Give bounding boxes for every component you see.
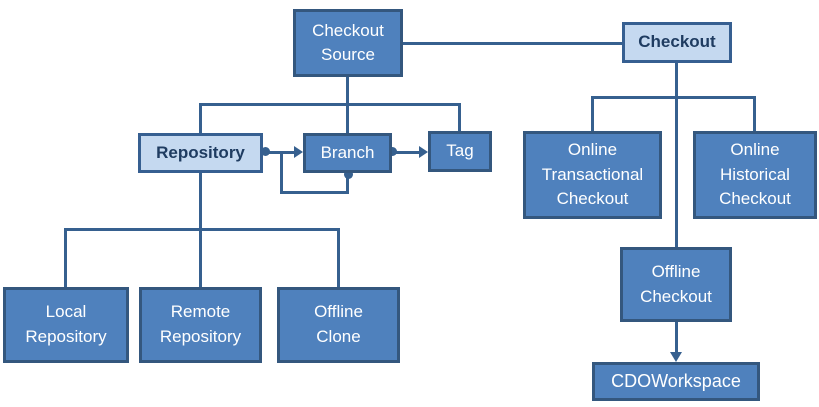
arrowhead-into-tag-icon xyxy=(419,146,428,158)
node-branch: Branch xyxy=(303,133,392,173)
node-remote-repository: Remote Repository xyxy=(139,287,262,363)
connector-checkout-source-to-checkout xyxy=(403,42,622,45)
arrowhead-into-cdoworkspace-icon xyxy=(670,352,682,362)
connector-branch-self-loop-across xyxy=(280,191,349,194)
connector-repository-subtypes-bus xyxy=(64,228,340,231)
branch-self-loop-dot xyxy=(344,170,353,179)
connector-checkout-subtypes-bus xyxy=(591,96,756,99)
connector-repository-stem xyxy=(199,173,202,231)
node-cdoworkspace: CDOWorkspace xyxy=(592,362,760,401)
connector-drop-to-remote-repository xyxy=(199,228,202,287)
connector-checkout-source-stem xyxy=(346,77,349,105)
node-offline-checkout: Offline Checkout xyxy=(620,247,732,322)
connector-branch-self-loop-down xyxy=(280,151,283,194)
connector-checkout-stem xyxy=(675,63,678,247)
repository-aggregation-dot xyxy=(261,147,270,156)
connector-branch-self-loop-up xyxy=(346,175,349,194)
branch-aggregation-dot xyxy=(388,147,397,156)
connector-branch-to-tag xyxy=(392,151,420,154)
connector-drop-to-offline-clone xyxy=(337,228,340,287)
connector-drop-to-repository xyxy=(199,103,202,133)
node-local-repository: Local Repository xyxy=(3,287,129,363)
node-tag: Tag xyxy=(428,131,492,172)
node-repository: Repository xyxy=(138,133,263,173)
node-offline-clone: Offline Clone xyxy=(277,287,400,363)
node-online-historical-checkout: Online Historical Checkout xyxy=(693,131,817,219)
arrowhead-into-branch-icon xyxy=(294,146,303,158)
connector-offline-checkout-to-cdoworkspace xyxy=(675,322,678,353)
node-online-transactional-checkout: Online Transactional Checkout xyxy=(523,131,662,219)
connector-drop-to-online-historical xyxy=(753,96,756,131)
connector-drop-to-branch xyxy=(346,103,349,133)
node-checkout: Checkout xyxy=(622,22,732,63)
connector-drop-to-local-repository xyxy=(64,228,67,287)
connector-source-branch-bus xyxy=(199,103,461,106)
connector-drop-to-online-transactional xyxy=(591,96,594,131)
connector-drop-to-tag xyxy=(458,103,461,131)
node-checkout-source: Checkout Source xyxy=(293,9,403,77)
